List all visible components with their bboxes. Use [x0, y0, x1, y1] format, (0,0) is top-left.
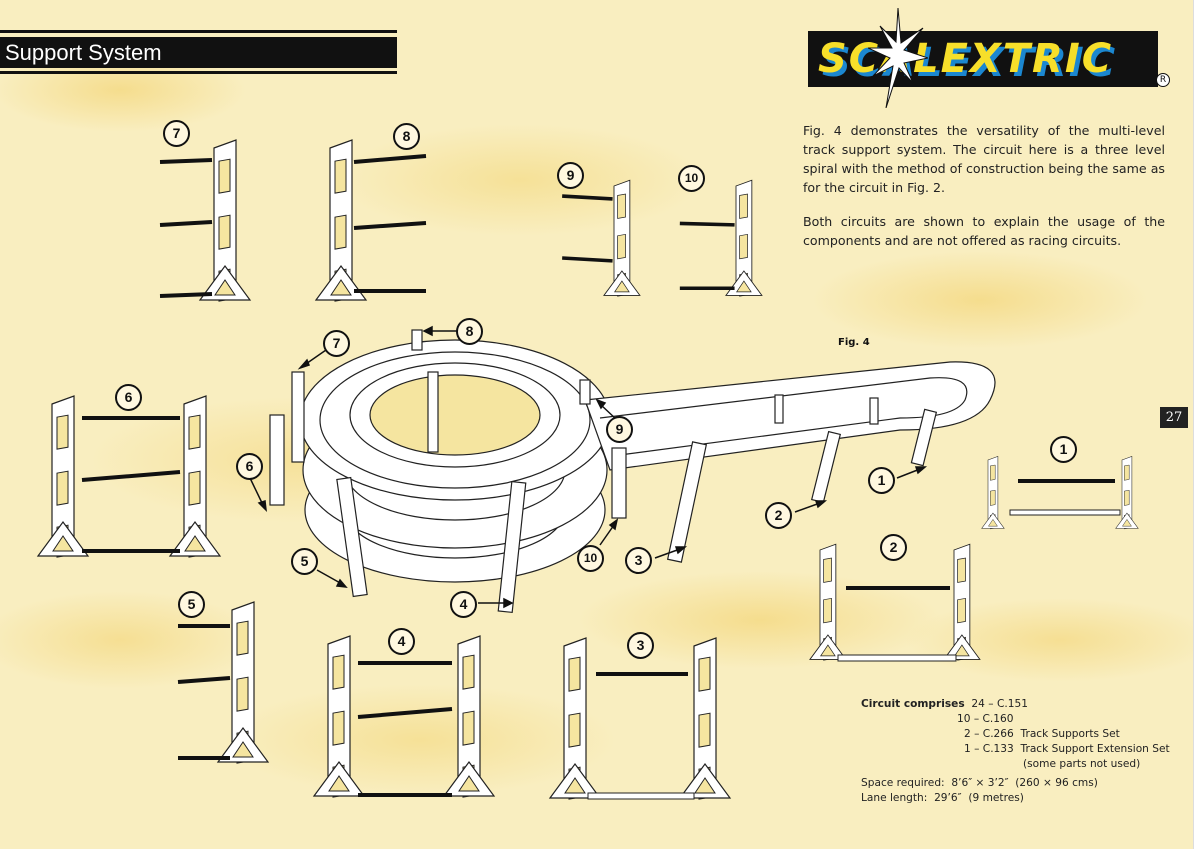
part-code: C.160: [982, 713, 1014, 725]
scalextric-logo: SCALEXTRIC R: [808, 31, 1170, 87]
fig4-callout-1: 1: [868, 467, 895, 494]
intro-paragraph-1: Fig. 4 demonstrates the versatility of t…: [803, 123, 1165, 195]
sparkle-star-icon: [868, 8, 928, 108]
part-qty: 10: [957, 713, 971, 725]
detail-7: [159, 139, 251, 302]
page-number: 27: [1160, 407, 1188, 428]
parts-row-1: Circuit comprises 24 – C.151: [861, 698, 1028, 710]
fig4-piers: [269, 329, 938, 614]
lane-length: Lane length: 29’6″ (9 metres): [861, 792, 1024, 804]
registered-mark: R: [1156, 73, 1170, 87]
part-qty: 2: [964, 728, 971, 740]
section-title-bar: Support System: [0, 30, 397, 74]
part-code: C.151: [996, 698, 1028, 710]
section-title: Support System: [0, 37, 397, 68]
title-rule-bottom: [0, 71, 397, 74]
detail-2: [809, 543, 981, 662]
detail-callout-10: 10: [678, 165, 705, 192]
detail-callout-4: 4: [388, 628, 415, 655]
detail-callout-8: 8: [393, 123, 420, 150]
parts-lead: Circuit comprises: [861, 698, 965, 710]
detail-callout-5: 5: [178, 591, 205, 618]
fig4-callout-4: 4: [450, 591, 477, 618]
detail-callout-7: 7: [163, 120, 190, 147]
fig4-callout-9: 9: [606, 416, 633, 443]
detail-callout-9: 9: [557, 162, 584, 189]
figure-label: Fig. 4: [838, 337, 870, 348]
fig4-spiral-track: [299, 339, 611, 583]
fig4-callout-10: 10: [577, 545, 604, 572]
detail-9: [562, 179, 641, 297]
fig4-callout-3: 3: [625, 547, 652, 574]
detail-5: [177, 601, 269, 764]
intro-text: Fig. 4 demonstrates the versatility of t…: [803, 121, 1165, 265]
circuit-parts-list: Circuit comprises 24 – C.151 10 – C.160 …: [861, 697, 1170, 806]
part-desc: Track Support Extension Set: [1020, 743, 1170, 755]
detail-4: [313, 635, 495, 798]
parts-row-4: 1 – C.133 Track Support Extension Set: [964, 743, 1170, 755]
callout-arrows: [249, 325, 928, 609]
part-qty: 1: [964, 743, 971, 755]
title-rule-top: [0, 30, 397, 33]
space-required: Space required: 8’6″ × 3’2″ (260 × 96 cm…: [861, 777, 1098, 789]
detail-callout-1: 1: [1050, 436, 1077, 463]
detail-callout-2: 2: [880, 534, 907, 561]
detail-1: [981, 456, 1139, 530]
fig4-callout-8: 8: [456, 318, 483, 345]
fig4-callout-7: 7: [323, 330, 350, 357]
intro-paragraph-2: Both circuits are shown to explain the u…: [803, 214, 1165, 248]
part-qty: 24: [971, 698, 985, 710]
fig4-callout-2: 2: [765, 502, 792, 529]
detail-callout-3: 3: [627, 632, 654, 659]
detail-3: [549, 637, 731, 800]
detail-6: [37, 395, 221, 558]
fig4-callout-5: 5: [291, 548, 318, 575]
detail-8: [315, 139, 427, 302]
parts-row-2: 10 – C.160: [957, 713, 1014, 725]
fig4-callout-6: 6: [236, 453, 263, 480]
part-code: C.266: [982, 728, 1014, 740]
page-edge: [1193, 0, 1200, 849]
parts-row-3: 2 – C.266 Track Supports Set: [964, 728, 1120, 740]
detail-10: [679, 179, 763, 297]
part-code: C.133: [982, 743, 1014, 755]
logo-text: SCALEXTRIC: [818, 36, 1114, 82]
parts-note: (some parts not used): [1023, 758, 1141, 770]
detail-callout-6: 6: [115, 384, 142, 411]
part-desc: Track Supports Set: [1020, 728, 1120, 740]
